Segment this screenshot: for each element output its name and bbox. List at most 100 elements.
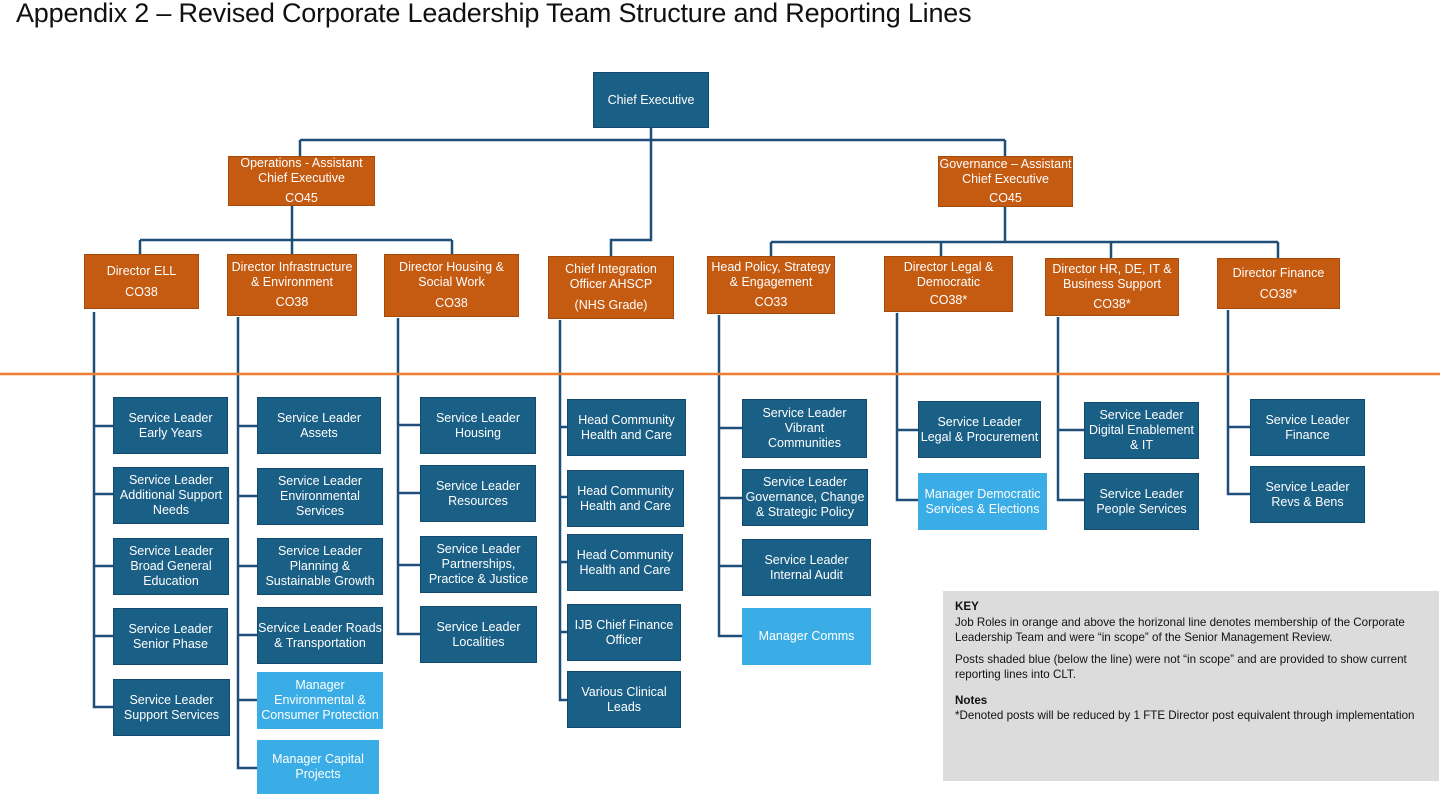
report-label: Service Leader Roads & Transportation [258, 620, 382, 650]
director-hr-box[interactable]: Director HR, DE, IT & Business Support C… [1045, 258, 1179, 316]
report-label: Manager Environmental & Consumer Protect… [261, 678, 379, 722]
report-finance-revs-bens[interactable]: Service Leader Revs & Bens [1250, 466, 1365, 523]
report-label: Service Leader Housing [435, 410, 521, 440]
report-label: Manager Capital Projects [272, 752, 364, 781]
report-integration-ijb-finance[interactable]: IJB Chief Finance Officer [567, 604, 681, 661]
report-label: Service Leader Assets [276, 410, 362, 440]
report-label: Service Leader Planning & Sustainable Gr… [265, 544, 375, 588]
report-label: Service Leader Legal & Procurement [920, 414, 1039, 444]
connector-ell [92, 312, 113, 709]
connector-ops [138, 206, 454, 254]
report-label: Service Leader Senior Phase [128, 621, 213, 651]
connector-policy [717, 315, 742, 638]
director-finance-box[interactable]: Director Finance CO38* [1217, 258, 1340, 309]
report-ell-support-services[interactable]: Service Leader Support Services [113, 679, 230, 736]
report-integration-head-community-1[interactable]: Head Community Health and Care [567, 399, 686, 456]
report-legal-procurement[interactable]: Service Leader Legal & Procurement [918, 401, 1041, 458]
report-label: Service Leader Revs & Bens [1265, 479, 1350, 509]
report-label: Service Leader People Services [1096, 486, 1187, 516]
report-label: Service Leader Early Years [128, 410, 213, 440]
report-label: Service Leader Resources [435, 478, 521, 508]
report-ell-senior-phase[interactable]: Service Leader Senior Phase [113, 608, 228, 665]
director-housing-grade: CO38 [435, 295, 468, 310]
chief-integration-officer-title: Chief Integration Officer AHSCP [565, 262, 657, 292]
report-label: Service Leader Finance [1265, 412, 1350, 442]
connector-housing [396, 318, 420, 636]
report-hr-people-services[interactable]: Service Leader People Services [1084, 473, 1199, 530]
governance-ace-grade: CO45 [989, 191, 1022, 206]
report-housing-housing[interactable]: Service Leader Housing [420, 397, 536, 454]
connector-gov [769, 207, 1280, 258]
head-policy-grade: CO33 [754, 295, 788, 310]
report-housing-localities[interactable]: Service Leader Localities [420, 606, 537, 663]
report-label: Manager Democratic Services & Elections [924, 486, 1041, 516]
report-finance-finance[interactable]: Service Leader Finance [1250, 399, 1365, 456]
report-policy-vibrant-communities[interactable]: Service Leader Vibrant Communities [742, 399, 867, 458]
director-housing-title: Director Housing & Social Work [399, 260, 504, 290]
report-policy-internal-audit[interactable]: Service Leader Internal Audit [742, 539, 871, 596]
connector-integration [558, 320, 567, 702]
head-policy-box[interactable]: Head Policy, Strategy & Engagement CO33 [707, 256, 835, 314]
report-infra-consumer-protection[interactable]: Manager Environmental & Consumer Protect… [257, 672, 383, 729]
director-infrastructure-box[interactable]: Director Infrastructure & Environment CO… [227, 254, 357, 316]
report-label: Service Leader Governance, Change & Stra… [745, 475, 865, 519]
report-label: Various Clinical Leads [581, 684, 667, 714]
report-housing-partnerships[interactable]: Service Leader Partnerships, Practice & … [420, 536, 537, 593]
report-ell-early-years[interactable]: Service Leader Early Years [113, 397, 228, 454]
report-legal-democratic-services[interactable]: Manager Democratic Services & Elections [918, 473, 1047, 530]
report-infra-capital-projects[interactable]: Manager Capital Projects [257, 740, 379, 794]
report-integration-clinical-leads[interactable]: Various Clinical Leads [567, 671, 681, 728]
governance-ace-title: Governance – Assistant Chief Executive [939, 156, 1072, 186]
connector-hr [1056, 317, 1084, 502]
notes-text: *Denoted posts will be reduced by 1 FTE … [955, 709, 1415, 723]
director-infrastructure-grade: CO38 [275, 295, 309, 310]
report-ell-additional-support[interactable]: Service Leader Additional Support Needs [113, 467, 229, 524]
key-heading: KEY [955, 600, 979, 613]
director-legal-title: Director Legal & Democratic [903, 259, 994, 289]
report-label: Service Leader Localities [436, 619, 521, 649]
key-panel: KEY Job Roles in orange and above the ho… [943, 591, 1439, 781]
report-infra-roads[interactable]: Service Leader Roads & Transportation [257, 607, 383, 664]
report-policy-governance[interactable]: Service Leader Governance, Change & Stra… [742, 469, 868, 526]
chief-executive-box[interactable]: Chief Executive [593, 72, 709, 128]
report-integration-head-community-2[interactable]: Head Community Health and Care [567, 470, 684, 527]
director-finance-grade: CO38* [1259, 286, 1298, 301]
governance-ace-box[interactable]: Governance – Assistant Chief Executive C… [938, 156, 1073, 207]
report-integration-head-community-3[interactable]: Head Community Health and Care [567, 534, 683, 591]
report-label: Service Leader Vibrant Communities [762, 406, 847, 450]
key-line-blue: Posts shaded blue (below the line) were … [955, 652, 1407, 682]
director-ell-title: Director ELL [106, 263, 177, 278]
report-housing-resources[interactable]: Service Leader Resources [420, 465, 536, 522]
connector-ceo [298, 128, 1007, 256]
report-infra-environmental[interactable]: Service Leader Environmental Services [257, 468, 383, 525]
report-infra-planning[interactable]: Service Leader Planning & Sustainable Gr… [257, 538, 383, 595]
report-infra-assets[interactable]: Service Leader Assets [257, 397, 381, 454]
report-label: Service Leader Support Services [123, 692, 220, 722]
report-label: Service Leader Internal Audit [764, 552, 849, 582]
director-ell-box[interactable]: Director ELL CO38 [84, 254, 199, 309]
director-ell-grade: CO38 [125, 284, 158, 299]
chief-integration-officer-box[interactable]: Chief Integration Officer AHSCP (NHS Gra… [548, 256, 674, 319]
report-policy-comms[interactable]: Manager Comms [742, 608, 871, 665]
director-finance-title: Director Finance [1232, 265, 1325, 280]
report-label: Service Leader Digital Enablement & IT [1089, 408, 1194, 452]
page-title: Appendix 2 – Revised Corporate Leadershi… [16, 0, 972, 28]
key-line-orange: Job Roles in orange and above the horizo… [955, 615, 1405, 645]
report-label: IJB Chief Finance Officer [574, 617, 674, 647]
director-legal-box[interactable]: Director Legal & Democratic CO38* [884, 256, 1013, 312]
report-hr-digital-enablement[interactable]: Service Leader Digital Enablement & IT [1084, 402, 1199, 459]
report-ell-broad-general[interactable]: Service Leader Broad General Education [113, 538, 229, 595]
report-label: Service Leader Partnerships, Practice & … [428, 542, 529, 586]
chief-integration-officer-grade: (NHS Grade) [574, 297, 648, 312]
director-hr-title: Director HR, DE, IT & Business Support [1052, 261, 1172, 291]
report-label: Service Leader Additional Support Needs [119, 473, 223, 517]
chief-executive-label: Chief Executive [607, 92, 695, 107]
director-housing-box[interactable]: Director Housing & Social Work CO38 [384, 254, 519, 317]
operations-ace-box[interactable]: Operations - Assistant Chief Executive C… [228, 156, 375, 206]
connector-finance [1226, 310, 1250, 496]
report-label: Service Leader Environmental Services [277, 474, 363, 518]
director-legal-grade: CO38* [929, 293, 968, 308]
report-label: Head Community Health and Care [576, 547, 674, 577]
head-policy-title: Head Policy, Strategy & Engagement [711, 259, 831, 289]
